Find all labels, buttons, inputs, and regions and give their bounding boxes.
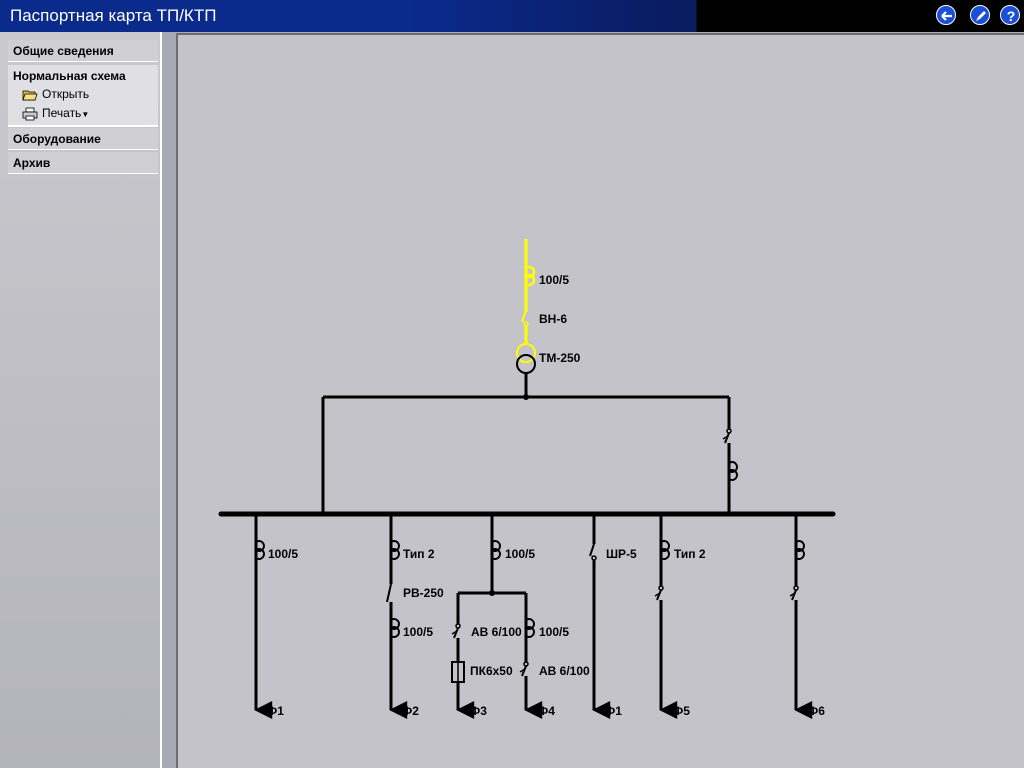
transformer-primary-icon[interactable] [516,343,536,363]
help-icon[interactable]: ? [1000,5,1020,25]
label-transformer: ТМ-250 [539,351,581,365]
feeder-4-ct-label: 100/5 [539,625,569,639]
diagram-canvas: 100/5 ВН-6 ТМ-250 10 [176,33,1024,768]
single-line-diagram: 100/5 ВН-6 ТМ-250 10 [218,239,836,719]
incoming-feeder: 100/5 ВН-6 ТМ-250 [516,239,581,397]
feeder-6[interactable]: Тип 2 Ф5 [654,514,706,719]
feeder-2[interactable]: Тип 2 РВ-250 100/5 Ф2 [386,514,444,719]
feeder-5-switch-label: ШР-5 [606,547,637,561]
feeder-4-breaker-label: АВ 6/100 [539,664,590,678]
current-transformer-icon [389,540,400,560]
feeder-3-ct-label: 100/5 [505,547,535,561]
current-transformer-icon [490,540,501,560]
nav-normal-scheme[interactable]: Нормальная схема [13,69,126,83]
breaker-icon[interactable] [791,589,797,601]
feeder-6-name: Ф5 [673,704,690,718]
printer-icon [22,107,38,121]
nav-archive[interactable]: Архив [8,152,158,174]
label-input-ct: 100/5 [539,273,569,287]
current-transformer-icon [523,265,536,287]
feeder-1-name: Ф1 [267,704,284,718]
feeder-6-type-label: Тип 2 [674,547,706,561]
feeder-3-4-group[interactable]: 100/5 АВ 6/100 ПК6х50 Ф3 100/5 АВ 6/100 [451,514,590,719]
nav-equipment-label: Оборудование [13,132,101,146]
current-transformer-icon [794,540,805,560]
nav-general-info[interactable]: Общие сведения [8,40,158,62]
nav-normal-scheme-group: Нормальная схема Открыть Печать▼ [8,65,158,127]
lv-frame [321,394,738,514]
folder-open-icon [22,88,38,102]
feeder-3-name: Ф3 [470,704,487,718]
feeder-5-name: Ф1 [605,704,622,718]
switch-contact [523,321,529,327]
breaker-icon[interactable] [453,627,459,639]
feeder-5[interactable]: ШР-5 Ф1 [589,514,637,719]
transformer-secondary-icon[interactable] [516,354,536,374]
label-switch: ВН-6 [539,312,567,326]
load-switch-icon[interactable] [521,309,527,323]
open-link-label: Открыть [42,87,90,101]
window-title: Паспортная карта ТП/КТП [10,6,217,25]
feeder-4-name: Ф4 [538,704,555,718]
feeder-2-name: Ф2 [402,704,419,718]
open-link[interactable]: Открыть [22,87,89,102]
knife-switch-icon[interactable] [589,543,595,557]
feeder-1[interactable]: 100/5 Ф1 [254,514,298,719]
feeder-1-ct-label: 100/5 [268,547,298,561]
sidebar: Общие сведения Нормальная схема Открыть … [0,32,162,768]
print-link[interactable]: Печать▼ [22,106,89,121]
title-bar: Паспортная карта ТП/КТП ? [0,0,1024,32]
svg-text:?: ? [1007,8,1016,24]
breaker-icon[interactable] [521,665,527,677]
feeder-2-ct-label: 100/5 [403,625,433,639]
current-transformer-icon [389,618,400,638]
print-link-label: Печать [42,106,82,120]
current-transformer-icon [659,540,670,560]
feeder-3-breaker-label: АВ 6/100 [471,625,522,639]
feeder-3-fuse-label: ПК6х50 [470,664,513,678]
breaker-icon[interactable] [656,589,662,601]
feeder-2-disconnector-label: РВ-250 [403,586,444,600]
current-transformer-icon [727,461,738,481]
dropdown-arrow-icon[interactable]: ▼ [81,110,90,119]
edit-icon[interactable] [970,5,990,25]
feeder-7[interactable]: Ф6 [789,514,825,719]
current-transformer-icon [254,540,265,560]
nav-equipment[interactable]: Оборудование [8,128,158,150]
feeder-7-name: Ф6 [808,704,825,718]
feeder-2-type-label: Тип 2 [403,547,435,561]
breaker-icon[interactable] [724,432,730,444]
nav-general-info-label: Общие сведения [13,44,114,58]
nav-archive-label: Архив [13,156,51,170]
back-icon[interactable] [936,5,956,25]
current-transformer-icon [524,618,535,638]
disconnector-icon[interactable] [386,583,392,603]
